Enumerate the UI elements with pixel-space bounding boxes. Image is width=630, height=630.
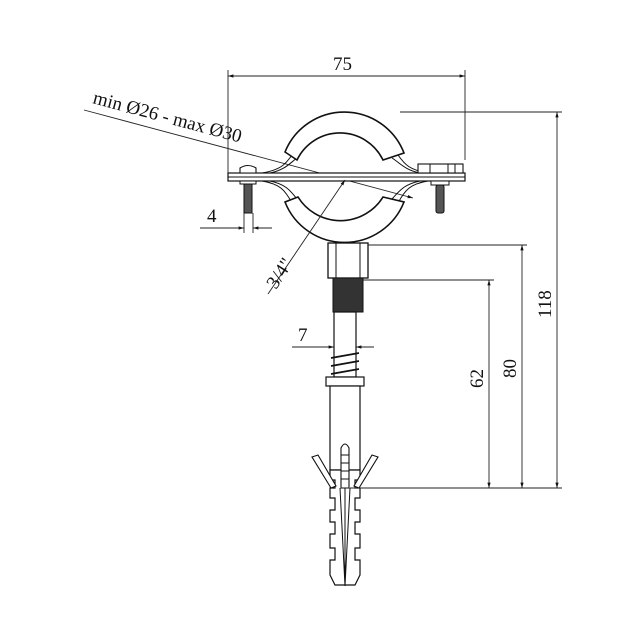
dimension-heights: 62 80 118 xyxy=(350,111,562,489)
left-bolt xyxy=(239,164,257,214)
thread-label: 3/4" xyxy=(263,254,298,292)
dimension-width: 75 xyxy=(227,54,466,178)
height-62-label: 62 xyxy=(467,369,488,388)
dimension-rod: 7 xyxy=(292,325,374,349)
threaded-rod xyxy=(327,242,369,378)
clamp-upper-half xyxy=(284,111,406,162)
bolt-label: 4 xyxy=(207,206,217,227)
wall-plug xyxy=(311,376,379,587)
clamp-lower-half xyxy=(283,196,406,244)
height-118-label: 118 xyxy=(535,290,556,318)
dimension-width-label: 75 xyxy=(333,54,352,75)
height-80-label: 80 xyxy=(500,359,521,378)
clamp-strap xyxy=(227,154,466,204)
rod-label: 7 xyxy=(298,325,308,346)
dimension-bolt: 4 xyxy=(200,206,272,233)
right-bolt xyxy=(417,163,464,214)
